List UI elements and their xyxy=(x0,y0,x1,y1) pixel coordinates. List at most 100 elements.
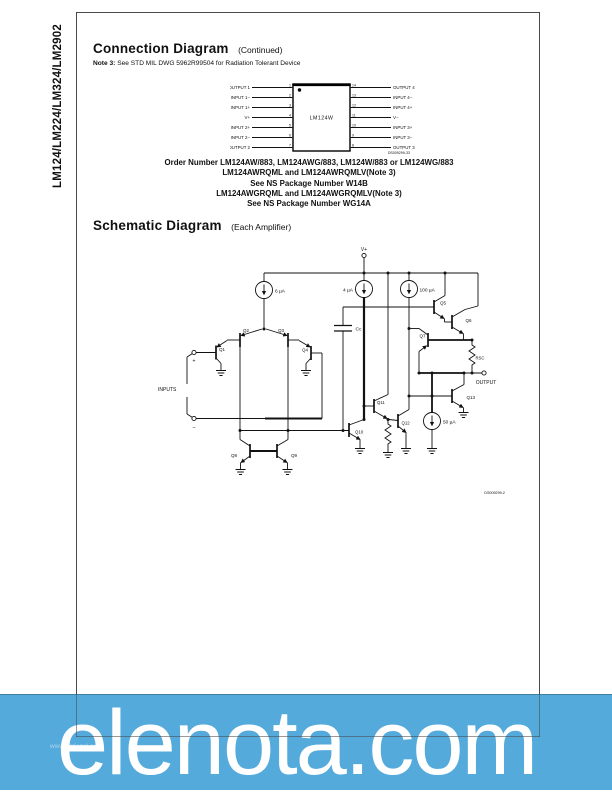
svg-text:12: 12 xyxy=(352,104,356,108)
frame-line-bottom xyxy=(76,736,540,737)
svg-text:Q4: Q4 xyxy=(302,348,309,353)
svg-text:6: 6 xyxy=(289,134,291,138)
chip-label: LM124W xyxy=(310,116,334,122)
schematic-diagram-heading: Schematic Diagram (Each Amplifier) xyxy=(93,217,291,235)
svg-text:11: 11 xyxy=(352,114,356,118)
svg-text:INPUTS: INPUTS xyxy=(158,387,177,393)
figure-id-caption: DS009299-2 xyxy=(484,491,505,495)
cc-capacitor xyxy=(334,324,352,332)
svg-text:4: 4 xyxy=(289,114,291,118)
order-line: LM124AWGRQML and LM124AWGRQMLV(Note 3) xyxy=(216,188,402,198)
vplus-terminal xyxy=(361,252,367,259)
pin1-marker xyxy=(297,88,302,92)
output-terminal xyxy=(481,370,487,376)
svg-text:OUTPUT 2: OUTPUT 2 xyxy=(230,145,251,150)
order-line: See NS Package Number WG14A xyxy=(247,199,371,209)
schematic-labels: V+ 6 µA 4 µA 100 µA 50 µA Cc RSC INPUTS … xyxy=(158,247,505,495)
svg-text:OUTPUT 4: OUTPUT 4 xyxy=(393,85,415,90)
svg-text:RSC: RSC xyxy=(476,356,485,361)
svg-text:6 µA: 6 µA xyxy=(275,289,286,295)
watermark-banner: www.national.com elenota.com xyxy=(0,694,612,790)
svg-text:V+: V+ xyxy=(245,115,251,120)
svg-text:8: 8 xyxy=(352,144,354,148)
svg-text:10: 10 xyxy=(352,124,356,128)
svg-text:Q11: Q11 xyxy=(377,400,385,405)
svg-text:Q5: Q5 xyxy=(440,301,447,306)
svg-text:5: 5 xyxy=(289,124,291,128)
svg-text:V−: V− xyxy=(393,115,399,120)
wires xyxy=(186,257,482,467)
svg-text:Q12: Q12 xyxy=(402,421,411,426)
note-label: Note 3: xyxy=(93,60,116,67)
svg-text:Q8: Q8 xyxy=(231,453,238,458)
svg-text:INPUT 1−: INPUT 1− xyxy=(231,95,251,100)
rsc-resistor xyxy=(468,340,476,373)
svg-text:50 µA: 50 µA xyxy=(443,420,456,426)
order-line: Order Number LM124AW/883, LM124AWG/883, … xyxy=(164,158,454,167)
pin-wires xyxy=(252,87,391,148)
ic-package-body xyxy=(292,83,351,152)
svg-text:INPUT 2+: INPUT 2+ xyxy=(231,125,251,130)
svg-text:7: 7 xyxy=(289,144,291,148)
note-text: See STD MIL DWG 5962R99504 for Radiation… xyxy=(117,60,301,67)
order-line: See NS Package Number W14B xyxy=(250,178,368,188)
ground-symbols xyxy=(216,368,469,475)
svg-text:OUTPUT 1: OUTPUT 1 xyxy=(230,85,251,90)
svg-text:INPUT 4−: INPUT 4− xyxy=(393,95,413,100)
svg-text:Q6: Q6 xyxy=(466,318,473,323)
svg-text:OUTPUT: OUTPUT xyxy=(476,380,497,386)
connection-diagram-heading: Connection Diagram (Continued) xyxy=(93,40,283,58)
svg-text:+: + xyxy=(193,359,196,365)
svg-text:3: 3 xyxy=(289,104,291,108)
junction-dots xyxy=(238,271,474,432)
amplifier-schematic: V+ 6 µA 4 µA 100 µA 50 µA Cc RSC INPUTS … xyxy=(158,247,505,495)
svg-text:1: 1 xyxy=(289,84,291,88)
svg-text:INPUT 3−: INPUT 3− xyxy=(393,135,413,140)
heading-suffix: (Continued) xyxy=(238,45,283,55)
svg-text:INPUT 2−: INPUT 2− xyxy=(231,135,251,140)
svg-text:Q2: Q2 xyxy=(243,328,250,333)
svg-text:Q9: Q9 xyxy=(291,453,298,458)
frame-line-left xyxy=(76,694,77,737)
svg-text:INPUT 1+: INPUT 1+ xyxy=(231,105,251,110)
heading-text: Schematic Diagram xyxy=(93,218,222,233)
heading-suffix: (Each Amplifier) xyxy=(231,222,292,232)
svg-text:INPUT 3+: INPUT 3+ xyxy=(393,125,413,130)
svg-text:9: 9 xyxy=(352,134,354,138)
svg-text:100 µA: 100 µA xyxy=(420,288,436,294)
svg-text:Q10: Q10 xyxy=(355,430,364,435)
svg-text:INPUT 4+: INPUT 4+ xyxy=(393,105,413,110)
svg-text:Q7: Q7 xyxy=(419,334,426,339)
sidebar-part-numbers: LM124/LM224/LM324/LM2902 xyxy=(52,24,64,188)
watermark-text: elenota.com xyxy=(57,694,538,790)
resistors xyxy=(384,340,476,450)
terminals xyxy=(191,252,487,422)
svg-text:−: − xyxy=(192,426,195,432)
frame-line-right xyxy=(539,694,540,737)
svg-text:V+: V+ xyxy=(361,247,367,253)
order-line: LM124AWRQML and LM124AWRQMLV(Note 3) xyxy=(222,168,396,178)
svg-text:14: 14 xyxy=(352,84,356,88)
noninverting-input-terminal xyxy=(191,349,197,356)
figure-id-caption: DS009299-33 xyxy=(388,151,410,155)
svg-text:4 µA: 4 µA xyxy=(343,288,354,294)
heading-text: Connection Diagram xyxy=(93,41,229,56)
bold-wires xyxy=(250,297,472,452)
svg-text:Cc: Cc xyxy=(356,327,362,333)
svg-text:2: 2 xyxy=(289,94,291,98)
svg-text:13: 13 xyxy=(352,94,356,98)
svg-text:Q1: Q1 xyxy=(219,347,226,352)
transistor-bars xyxy=(215,300,453,458)
svg-text:OUTPUT 3: OUTPUT 3 xyxy=(393,145,415,150)
inverting-input-terminal xyxy=(191,415,197,422)
order-number-block: Order Number LM124AW/883, LM124AWG/883, … xyxy=(78,158,540,209)
footer-url: www.national.com xyxy=(50,743,103,750)
connection-diagram: LM124W 1 2 3 4 5 6 7 14 13 12 11 10 9 8 … xyxy=(230,83,415,155)
pin-labels: OUTPUT 1 INPUT 1− INPUT 1+ V+ INPUT 2+ I… xyxy=(230,85,415,150)
note-3: Note 3: See STD MIL DWG 5962R99504 for R… xyxy=(93,60,300,67)
svg-text:Q3: Q3 xyxy=(278,328,285,333)
q11-emitter-resistor xyxy=(384,419,392,450)
svg-text:Q13: Q13 xyxy=(467,395,476,400)
current-sources xyxy=(255,280,441,430)
